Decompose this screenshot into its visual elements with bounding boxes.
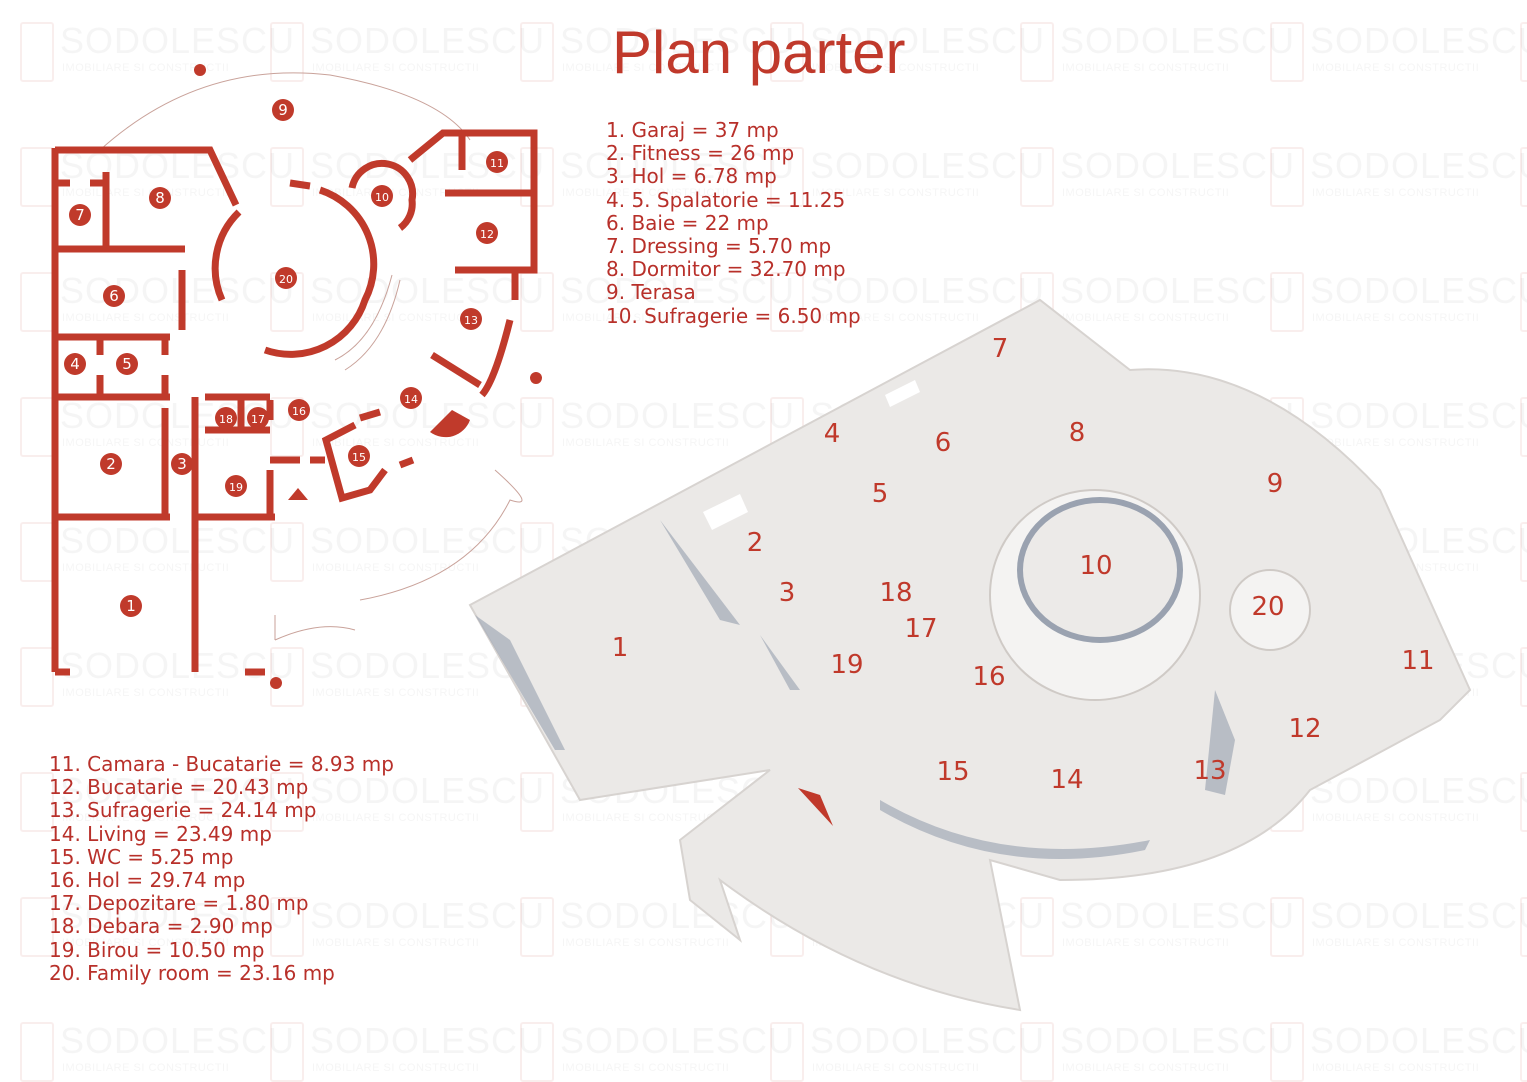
staircase (334, 274, 401, 371)
room-badge-label: 6 (109, 287, 119, 305)
columns (194, 64, 542, 689)
legend-item: 4. 5. Spalatorie = 11.25 (606, 187, 846, 212)
room-badge-label: 2 (106, 455, 116, 473)
legend-item: 19. Birou = 10.50 mp (49, 937, 265, 962)
room-badge-label: 7 (75, 206, 85, 224)
room-badge (348, 445, 370, 467)
room-badge-label: 13 (464, 314, 478, 327)
legend-item: 7. Dressing = 5.70 mp (606, 234, 832, 259)
room-badge-label: 18 (219, 413, 233, 426)
legend-item: 6. Baie = 22 mp (606, 210, 769, 235)
room-badge-label: 16 (292, 405, 306, 418)
room-badge (103, 285, 125, 307)
room-badge (215, 407, 237, 429)
legend-item: 15. WC = 5.25 mp (49, 844, 234, 869)
room-badge (64, 353, 86, 375)
legend-item: 2. Fitness = 26 mp (606, 141, 795, 166)
room-badge (116, 353, 138, 375)
model-room-label: 20 (1251, 592, 1284, 622)
room-badge (371, 185, 393, 207)
model-windows (703, 380, 920, 530)
legend-item: 9. Terasa (606, 280, 696, 305)
room-badge-label: 1 (126, 597, 136, 615)
room-badge (275, 267, 297, 289)
model-room-label: 10 (1079, 551, 1112, 581)
model-room-label: 8 (1069, 418, 1086, 448)
room-badge-label: 11 (490, 157, 504, 170)
legend-item: 1. Garaj = 37 mp (606, 118, 779, 142)
room-badge-label: 17 (251, 413, 265, 426)
room-badge-label: 9 (278, 101, 288, 119)
model-room-label: 2 (747, 528, 764, 558)
model-room-label: 7 (992, 334, 1009, 364)
legend-item: 10. Sufragerie = 6.50 mp (606, 303, 861, 328)
model-room-label: 15 (936, 757, 969, 787)
room-badge-label: 20 (279, 273, 293, 286)
legend-item: 16. Hol = 29.74 mp (49, 868, 246, 893)
room-badge (476, 222, 498, 244)
legend-item: 18. Debara = 2.90 mp (49, 914, 273, 939)
legend-item: 14. Living = 23.49 mp (49, 821, 272, 846)
room-legend-bottom: 11. Camara - Bucatarie = 8.93 mp 12. Buc… (49, 752, 394, 985)
model-room-label: 3 (779, 578, 796, 608)
legend-item: 17. Depozitare = 1.80 mp (49, 891, 309, 916)
room-badge-label: 4 (70, 355, 80, 373)
room-legend-top: 1. Garaj = 37 mp 2. Fitness = 26 mp 3. H… (606, 118, 861, 328)
round-feature (430, 410, 470, 438)
room-badge-label: 19 (229, 481, 243, 494)
terrace-outline (99, 72, 471, 151)
room-badge (247, 407, 269, 429)
room-badge (100, 453, 122, 475)
entrance-arrow-3d-icon (798, 788, 833, 826)
room-badge (171, 453, 193, 475)
model-room-label: 6 (935, 428, 952, 458)
model-room-label: 11 (1401, 646, 1434, 676)
room-badge-label: 5 (122, 355, 132, 373)
model-room-label: 5 (872, 479, 889, 509)
room-badge-label: 14 (404, 393, 418, 406)
legend-item: 8. Dormitor = 32.70 mp (606, 257, 846, 282)
model-circle-10 (1229, 569, 1311, 651)
model-room-label: 12 (1288, 714, 1321, 744)
room-badge (460, 308, 482, 330)
model-shadows (475, 520, 1235, 859)
room-badge (288, 399, 310, 421)
room-badge-label: 10 (375, 191, 389, 204)
model-room-label: 16 (972, 662, 1005, 692)
walls (51, 129, 538, 676)
room-badge-label: 3 (177, 455, 187, 473)
model-room-label: 14 (1050, 765, 1083, 795)
model-room-label: 19 (830, 650, 863, 680)
model-room-label: 18 (879, 578, 912, 608)
model-room-label: 4 (824, 419, 841, 449)
model-room-label: 1 (612, 633, 629, 663)
legend-item: 3. Hol = 6.78 mp (606, 164, 777, 189)
room-badge (225, 475, 247, 497)
room-badge (69, 204, 91, 226)
room-badge (120, 595, 142, 617)
model-base (468, 298, 1472, 1012)
legend-item: 11. Camara - Bucatarie = 8.93 mp (49, 752, 394, 776)
legend-item: 13. Sufragerie = 24.14 mp (49, 798, 317, 823)
room-badge (486, 151, 508, 173)
room-badge (149, 187, 171, 209)
terrace-outline-south (274, 469, 523, 641)
legend-item: 12. Bucatarie = 20.43 mp (49, 775, 309, 800)
entrance-arrow-icon (288, 488, 308, 500)
room-badge (400, 387, 422, 409)
room-badge (272, 99, 294, 121)
legend-item: 20. Family room = 23.16 mp (49, 960, 335, 985)
room-badge-label: 15 (352, 451, 366, 464)
room-badge-label: 12 (480, 228, 494, 241)
model-room-label: 9 (1267, 469, 1284, 499)
room-badge-label: 8 (155, 189, 165, 207)
model-family-room-inner (1017, 497, 1183, 643)
page-title: Plan parter (612, 19, 906, 86)
model-room-label: 13 (1193, 756, 1226, 786)
model-room-label: 17 (904, 614, 937, 644)
